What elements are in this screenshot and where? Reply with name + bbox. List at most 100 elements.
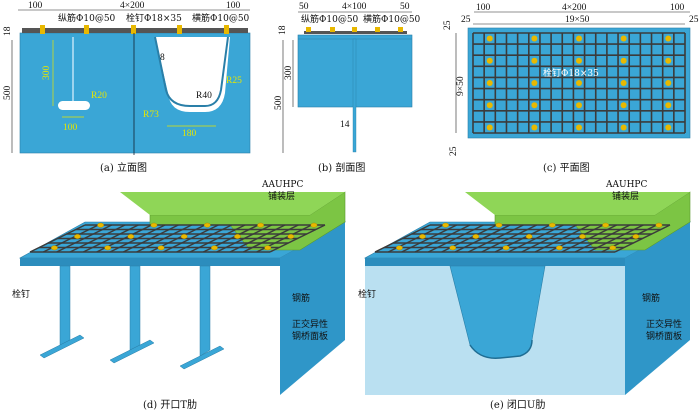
stud: [210, 245, 218, 251]
label-deck1: 正交异性: [646, 318, 682, 330]
uhpc-top: [120, 192, 345, 215]
rebar-layer: [304, 31, 407, 34]
stud: [330, 27, 335, 32]
stud: [352, 27, 357, 32]
dim-middle: 4×200: [120, 1, 145, 11]
stud: [395, 245, 403, 251]
stud: [620, 102, 627, 109]
dim-r25: R25: [226, 76, 242, 86]
stud: [180, 234, 188, 239]
label-stud: 栓钉Φ18×35: [126, 12, 182, 24]
label-stud: 栓钉: [12, 288, 30, 300]
label-deck2: 钢桥面板: [292, 330, 328, 342]
stud: [620, 57, 627, 64]
stud: [620, 124, 627, 131]
stud: [556, 245, 563, 251]
stud: [602, 222, 609, 228]
rebar-grid: [29, 222, 326, 253]
stud: [531, 57, 538, 64]
stud: [576, 80, 582, 86]
dim-r73: R73: [143, 110, 159, 120]
stud: [486, 35, 493, 42]
stud: [398, 27, 403, 32]
stud: [620, 35, 627, 42]
dim-left: 100: [476, 3, 491, 13]
label-rebar: 钢筋: [642, 292, 660, 304]
label-trans-rebar: 横筋Φ10@50: [192, 12, 250, 24]
label-trans-rebar: 横筋Φ10@50: [363, 13, 421, 25]
dim-height: 500: [3, 86, 13, 101]
panel-b-section: 50 4×100 50 纵筋Φ10@50 横筋Φ10@50 18 500 300…: [274, 2, 421, 174]
dim-web-thickness: 14: [340, 120, 350, 130]
stud: [264, 245, 272, 251]
dim-r40: R40: [196, 91, 212, 101]
dim-web-height: 300: [42, 66, 52, 81]
dim-thickness: 18: [3, 26, 13, 36]
caption-e: (e) 闭口U肋: [490, 398, 545, 411]
dim-edge-left: 25: [461, 15, 471, 25]
rebar-grid: [374, 222, 671, 253]
dim-edge-top: 25: [443, 20, 453, 30]
panel-a-elevation: 100 4×200 100 18 500 300 100 R20 8 R25 R…: [3, 1, 251, 174]
stud: [131, 25, 136, 34]
stud: [576, 124, 582, 131]
dim-u-bottom: 180: [182, 129, 197, 139]
label-rebar: 钢筋: [292, 292, 310, 304]
dim-middle: 4×200: [562, 3, 587, 13]
stud: [157, 245, 165, 251]
label-long-rebar: 纵筋Φ10@50: [58, 12, 116, 24]
stud: [375, 27, 380, 32]
dim-right: 100: [670, 3, 685, 13]
panel-e-closed-u-rib: AAUHPC 铺装层 栓钉 钢筋 正交异性 钢桥面板 (e) 闭口U肋: [358, 180, 692, 411]
dim-height: 500: [274, 96, 284, 111]
stud: [609, 245, 617, 251]
stud: [287, 234, 295, 239]
dim-left: 100: [28, 1, 43, 11]
stud: [548, 222, 556, 228]
label-uhpc: AAUHPC: [261, 180, 303, 190]
stud: [665, 80, 672, 86]
stud: [576, 57, 582, 64]
label-stud: 栓钉Φ18×35: [543, 67, 599, 79]
stud: [486, 124, 493, 131]
stud: [531, 102, 538, 109]
dim-grid: 19×50: [565, 15, 590, 25]
label-deck2: 钢桥面板: [646, 330, 682, 342]
stud: [310, 222, 318, 228]
label-uhpc: AAUHPC: [605, 180, 647, 190]
stud: [306, 27, 311, 32]
stud: [579, 234, 586, 239]
stud: [97, 222, 105, 228]
panel-d-open-t-rib: AAUHPC 铺装层 栓钉 钢筋 正交异性 钢桥面板 (d) 开口T肋: [12, 180, 347, 411]
t-rib: [129, 265, 141, 351]
dim-slot-radius: R20: [91, 91, 107, 101]
dim-u-thickness: 8: [160, 53, 165, 63]
deck-side: [625, 222, 690, 395]
label-layer: 铺装层: [612, 190, 639, 202]
dim-thickness: 18: [278, 25, 288, 35]
label-layer: 铺装层: [268, 190, 295, 202]
stud: [665, 35, 672, 42]
stud: [486, 102, 493, 109]
stud: [525, 234, 533, 239]
deck-edge: [20, 258, 280, 266]
stud: [576, 102, 582, 109]
caption-d: (d) 开口T肋: [143, 398, 197, 411]
stud: [665, 124, 672, 131]
stud: [632, 234, 640, 239]
dim-edge-bottom: 25: [449, 146, 459, 156]
stud: [665, 57, 672, 64]
stud: [224, 25, 229, 34]
stud: [104, 245, 112, 251]
stud: [620, 80, 627, 86]
stud: [84, 25, 89, 34]
dim-middle: 4×100: [342, 2, 367, 12]
stud: [449, 245, 457, 251]
u-rib: [154, 36, 229, 107]
dim-web-height: 300: [284, 66, 294, 81]
stud: [531, 124, 538, 131]
stud: [531, 80, 538, 86]
stud: [655, 222, 663, 228]
t-rib: [199, 265, 211, 357]
